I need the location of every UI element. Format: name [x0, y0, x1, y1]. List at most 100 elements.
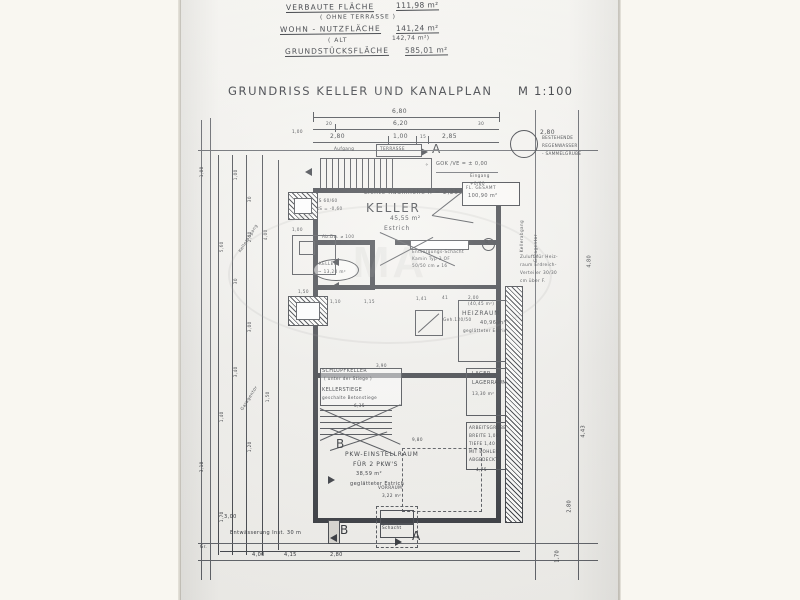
bottom-shaft-inner-2	[380, 524, 414, 538]
keller-wall-left2	[313, 288, 318, 378]
dim-top-1-00: 1,00	[393, 133, 408, 140]
section-arrow-icon	[421, 148, 428, 156]
direction-arrow-icon	[332, 282, 339, 290]
header-row-0-label: VERBAUTE FLÄCHE	[285, 2, 375, 14]
dim-int-11: 4,75	[476, 467, 487, 472]
keller-wall-right	[496, 188, 501, 378]
dim-left-9: 3,40	[232, 366, 238, 378]
entry-label: Eingang	[470, 173, 490, 178]
stair-riser	[338, 158, 339, 188]
garage-wall-left	[313, 373, 318, 523]
dw-note: Ab.Dw. ⌀ 100	[322, 234, 355, 239]
shaft-block-upper	[288, 192, 318, 220]
room-0-area: 45,55 m²	[390, 215, 421, 222]
site-boundary-right-2	[578, 110, 579, 580]
room-1-area: ~ 13,20 m²	[318, 269, 346, 274]
dim-left-chain-3	[246, 155, 247, 555]
dim-bottom-3: 4,15	[284, 552, 297, 558]
entry-stair-block	[320, 158, 432, 190]
site-line-top	[198, 150, 598, 151]
shaft-vertical-note-1: Kellerabgang	[518, 219, 524, 253]
dim-top-6-80: 6,80	[392, 108, 407, 115]
level-leader	[436, 172, 498, 173]
room-3-name: SCHLUPFKELLER	[322, 368, 368, 374]
room-5-finish: geglätteter Estrich	[350, 481, 405, 487]
dim-int-12: 9,80	[412, 437, 423, 442]
room-1-name: KELLER	[319, 261, 338, 266]
page-title: GRUNDRISS KELLER UND KANALPLAN	[228, 84, 493, 98]
room-0-note: Lichte Raumhöhe h = 2,25 m	[364, 189, 468, 196]
section-label-b-bottom: B	[340, 523, 349, 537]
dim-left-chain-4	[262, 155, 263, 555]
room-5-note: FÜR 2 PKW'S	[353, 461, 398, 468]
stair-riser	[332, 158, 333, 188]
heizraum-equipment-note: Geh.120/50	[443, 317, 472, 322]
stair-riser	[356, 158, 357, 188]
bottom-shaft-inner-1	[380, 510, 414, 524]
watermark-text: MA	[352, 238, 428, 287]
dim-right-1: 4,80	[586, 254, 593, 268]
direction-arrow-icon	[328, 476, 335, 484]
stair-tread	[320, 428, 392, 429]
room-4-note: geschalte Betonstiege	[322, 395, 378, 400]
dim-bottom-1: 3,00	[224, 514, 237, 520]
dim-left-11: 1,40	[218, 411, 224, 423]
section-label-a-bottom: A	[412, 529, 421, 543]
hatched-wall-right	[505, 286, 523, 523]
rainwater-note-2: REGENWASSER	[542, 143, 578, 148]
room-2-alt-area: (40,45 m²)	[468, 301, 495, 306]
direction-arrow-icon	[305, 168, 312, 176]
dim-tick	[499, 112, 500, 122]
stair-riser	[380, 158, 381, 188]
stair-tread	[320, 410, 392, 411]
dim-int-9: 3,90	[376, 363, 387, 368]
dim-top-chain-2	[313, 129, 499, 130]
pit-note-1: ARBEITSGRUBE	[469, 425, 507, 430]
bottom-shaft-note: Schacht	[382, 525, 402, 530]
dim-int-1: 1,00	[292, 227, 303, 232]
terrasse-box	[376, 144, 422, 157]
dim-int-5: 1,15	[364, 299, 375, 304]
room-2-name: HEIZRAUM	[462, 310, 501, 317]
room-6-name-1: LAGER	[472, 371, 491, 377]
header-row-0-value: 111,98 m²	[395, 0, 439, 12]
dim-int-2: 1,00	[292, 129, 303, 134]
room-7-name: VORRAUM	[378, 485, 403, 490]
header-row-3-label: ( ALT	[327, 36, 348, 44]
level-mark-icon: ✧	[425, 162, 429, 167]
dim-left-5: 4,00	[262, 229, 268, 241]
site-boundary-right	[535, 110, 536, 580]
pit-note-4: MIT BOHLEN	[469, 449, 500, 454]
dim-left-12: 1,20	[246, 441, 252, 453]
area-total-line1: FL. GESAMT	[466, 185, 497, 190]
terrasse-label: TERRASSE	[380, 146, 405, 151]
paper-edge-right	[618, 0, 621, 600]
stair-riser	[392, 158, 393, 188]
stair-riser	[350, 158, 351, 188]
room-5-area: 38,59 m²	[356, 471, 382, 477]
rainwater-note-3: - SAMMELGRUBE	[542, 151, 582, 156]
shaft-note-3: Verteiler 30/30	[520, 270, 558, 275]
pit-note-3: TIEFE 1,40	[469, 441, 496, 446]
left-small-room	[292, 235, 336, 275]
plan-scale: M 1:100	[518, 84, 574, 98]
left-small-room-inner	[299, 241, 315, 255]
stair-riser	[344, 158, 345, 188]
stair-tread	[320, 422, 392, 423]
room-7-area: 3,22 m²	[382, 493, 402, 498]
dim-top-15: 15	[420, 134, 427, 139]
section-label-b: B	[336, 437, 345, 451]
header-row-2-label: WOHN - NUTZFLÄCHE	[279, 23, 381, 36]
dim-left-chain-2	[232, 155, 233, 555]
rainwater-note-1: BESTEHENDE	[542, 135, 574, 140]
dim-int-10: 6,35	[354, 403, 365, 408]
dim-tick	[428, 136, 429, 144]
header-row-1-label: ( OHNE TERRASSE )	[319, 13, 397, 21]
dim-top-2-80: 2,80	[330, 133, 345, 140]
dim-bottom-2: 4,00	[252, 552, 265, 558]
dim-left-chain	[218, 155, 219, 555]
dim-left-13: 3,10	[198, 461, 204, 473]
dim-left-chain-5	[278, 160, 279, 550]
plan-paper: VERBAUTE FLÄCHE 111,98 m² ( OHNE TERRASS…	[180, 0, 620, 600]
shaft-inner-upper	[294, 198, 312, 214]
